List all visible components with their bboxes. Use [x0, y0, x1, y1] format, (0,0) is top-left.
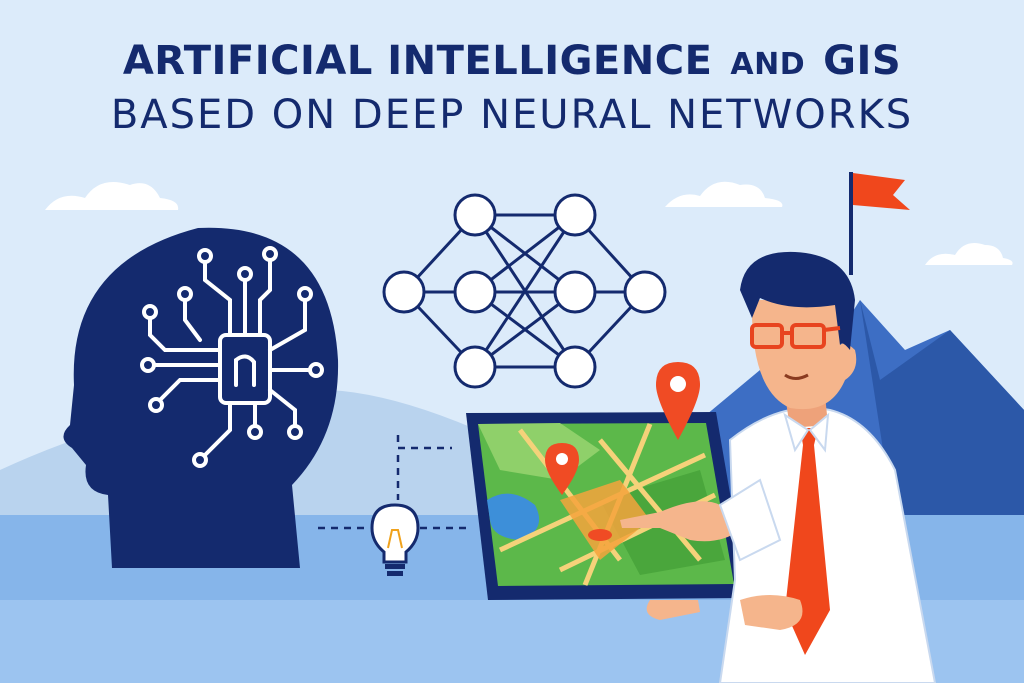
glasses-icon	[750, 323, 841, 349]
tablet-with-map	[466, 412, 748, 600]
title-gis: GIS	[823, 38, 902, 84]
dashed-connectors	[318, 435, 470, 530]
map-pin-small-icon	[545, 443, 579, 495]
mountains-right-shade	[860, 300, 1024, 560]
map-pin-icon	[656, 362, 700, 440]
clouds	[45, 181, 1013, 265]
nn-node	[453, 270, 497, 314]
nn-node	[453, 345, 497, 389]
nn-node	[553, 193, 597, 237]
title-line-1: ARTIFICIAL INTELLIGENCE AND GIS	[0, 38, 1024, 84]
nn-node	[553, 270, 597, 314]
head-silhouette	[63, 227, 339, 568]
title-line-2: BASED ON DEEP NEURAL NETWORKS	[110, 92, 914, 138]
nn-node	[382, 270, 426, 314]
sleeve	[718, 478, 782, 562]
cloud-left	[45, 181, 179, 210]
title-ai: ARTIFICIAL INTELLIGENCE	[122, 38, 713, 84]
circuit-brain-icon	[140, 246, 324, 468]
man-figure	[620, 251, 937, 683]
hair	[740, 251, 855, 350]
nn-edge	[473, 214, 577, 368]
neural-network-diagram	[382, 193, 667, 389]
title-and: AND	[730, 47, 806, 82]
flag-icon	[853, 173, 910, 210]
hand-pointing	[620, 501, 740, 542]
lake	[487, 493, 540, 540]
hand-holding	[740, 595, 803, 630]
nn-node	[623, 270, 667, 314]
highlighted-region	[560, 480, 650, 560]
collar	[783, 412, 830, 453]
lightbulb-icon	[370, 503, 420, 576]
cloud-right	[925, 242, 1013, 265]
cloud-middle	[665, 181, 783, 207]
tie	[785, 428, 830, 655]
nn-node	[453, 193, 497, 237]
nn-node	[553, 345, 597, 389]
